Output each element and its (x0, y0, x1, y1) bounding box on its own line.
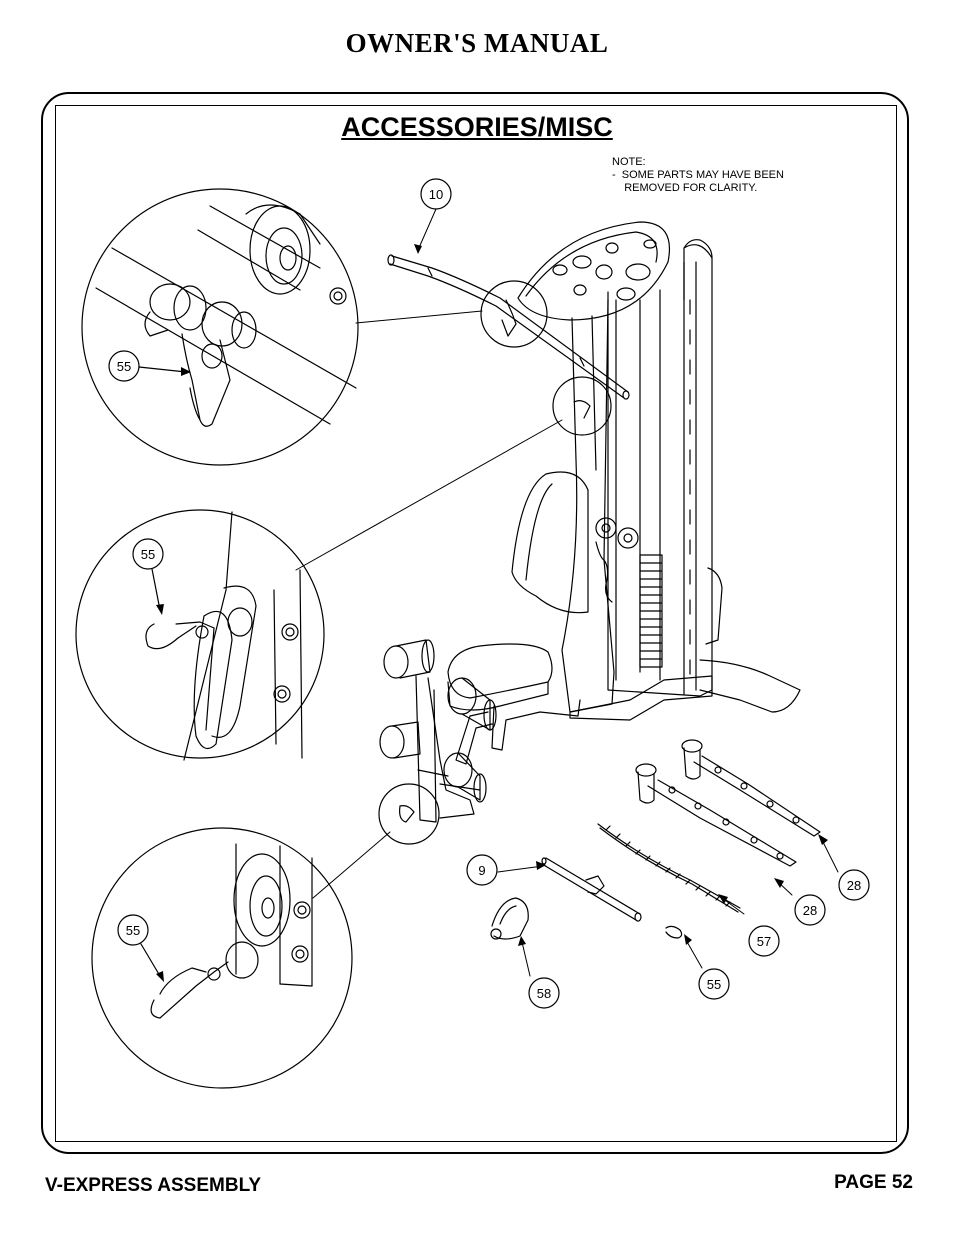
arrowheads (156, 244, 828, 982)
detail-view-middle (75, 509, 325, 761)
detail-view-bottom (91, 827, 353, 1089)
callout-58: 58 (528, 977, 560, 1009)
callout-28-b: 28 (838, 869, 870, 901)
manual-title: OWNER'S MANUAL (345, 28, 609, 58)
snap-hook-55 (665, 925, 683, 939)
footer-assembly-name: V-EXPRESS ASSEMBLY (45, 1175, 262, 1196)
zoom-circle-top (480, 280, 548, 348)
svg-text:28: 28 (847, 878, 861, 893)
diagram-frame (55, 105, 897, 1142)
strap-28-b (681, 739, 821, 837)
svg-text:55: 55 (126, 923, 140, 938)
callout-55-loose: 55 (698, 968, 730, 1000)
callout-9: 9 (466, 854, 498, 886)
lat-bar (387, 254, 630, 400)
callout-55-middle: 55 (132, 538, 164, 611)
callout-57: 57 (748, 925, 780, 957)
svg-text:10: 10 (429, 187, 443, 202)
weight-stack (639, 554, 663, 668)
machine-illustration (379, 221, 801, 823)
ankle-strap-58 (490, 897, 529, 940)
svg-text:28: 28 (803, 903, 817, 918)
clarity-note: NOTE: - SOME PARTS MAY HAVE BEEN REMOVED… (612, 156, 784, 194)
zoom-circle-middle (552, 376, 612, 436)
svg-text:55: 55 (707, 977, 721, 992)
handle-bar-9 (541, 857, 642, 922)
page-frame (41, 92, 909, 1154)
svg-text:57: 57 (757, 934, 771, 949)
callout-28-a: 28 (794, 894, 826, 926)
svg-text:55: 55 (117, 359, 131, 374)
footer-page-number: PAGE 52 (834, 1172, 913, 1193)
chain-57 (597, 823, 741, 913)
detail-view-top (81, 188, 359, 466)
svg-text:55: 55 (141, 547, 155, 562)
strap-28-a (635, 763, 797, 867)
zoom-circle-bottom (378, 783, 440, 845)
callout-10: 10 (420, 178, 452, 210)
callout-55-top: 55 (108, 350, 187, 382)
callout-55-bottom: 55 (117, 914, 161, 977)
svg-text:9: 9 (478, 863, 485, 878)
shroud-holes (552, 239, 657, 301)
leg-rollers (379, 639, 497, 803)
svg-text:58: 58 (537, 986, 551, 1001)
section-title: ACCESSORIES/MISC (341, 112, 613, 142)
leader-lines (295, 208, 839, 977)
